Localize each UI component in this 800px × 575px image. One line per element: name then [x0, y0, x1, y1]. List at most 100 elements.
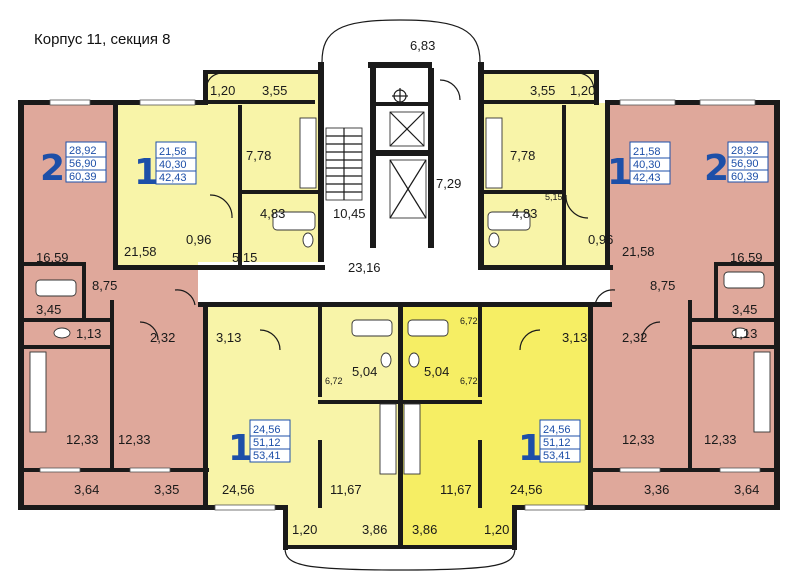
room-area: 24,56: [510, 482, 543, 497]
badge-balcony-area: 60,39: [69, 171, 97, 183]
badge-tr-1room: 1 21,58 40,30 42,43: [607, 141, 671, 193]
room-area: 11,67: [330, 482, 362, 497]
apt-bl-1room: [205, 305, 400, 548]
room-area: 21,58: [124, 244, 157, 259]
room-area: 2,32: [622, 330, 647, 345]
toilet-icon: [302, 232, 314, 248]
badge-total-area: 51,12: [253, 437, 281, 449]
bathtub-icon: [407, 319, 449, 337]
badge-br-1room: 1 24,56 51,12 53,41: [518, 419, 581, 469]
room-area: 3,55: [530, 83, 555, 98]
room-area: 3,45: [36, 302, 61, 317]
loggias: [204, 19, 596, 571]
apt-br-1room: [400, 305, 590, 548]
room-area: 5,15: [545, 192, 563, 202]
badge-balcony-area: 53,41: [253, 450, 281, 462]
room-area: 12,33: [118, 432, 151, 447]
elevator-small: [389, 111, 425, 147]
toilet-icon: [408, 352, 420, 368]
fixtures: [29, 79, 771, 475]
room-area: 1,13: [732, 326, 757, 341]
badge-room-count: 2: [40, 148, 65, 189]
badge-living-area: 24,56: [253, 424, 281, 436]
room-labels: 6,83 7,29 10,45 23,16 1,20 3,55 3,55 1,2…: [36, 38, 763, 537]
badge-total-area: 56,90: [731, 158, 759, 170]
badge-bl-1room: 1 24,56 51,12 53,41: [228, 419, 291, 469]
kitchen-counter-icon: [403, 403, 421, 475]
room-area: 12,33: [704, 432, 737, 447]
room-area: 4,83: [512, 206, 537, 221]
room-area: 23,16: [348, 260, 381, 275]
badge-room-count: 1: [518, 428, 543, 469]
room-area: 24,56: [222, 482, 255, 497]
room-area: 0,96: [588, 232, 613, 247]
badge-living-area: 21,58: [633, 146, 661, 158]
apartment-fills: [20, 72, 778, 548]
bathtub-icon: [487, 211, 531, 231]
badge-total-area: 40,30: [159, 159, 187, 171]
badge-tl-1room: 1 21,58 40,30 42,43: [134, 141, 197, 193]
room-area: 2,32: [150, 330, 175, 345]
room-area: 7,78: [246, 148, 271, 163]
room-area: 7,78: [510, 148, 535, 163]
badge-living-area: 24,56: [543, 424, 571, 436]
room-area: 4,83: [260, 206, 285, 221]
room-area: 3,45: [732, 302, 757, 317]
badge-total-area: 40,30: [633, 159, 661, 171]
room-area: 11,67: [440, 482, 472, 497]
room-area: 16,59: [730, 250, 763, 265]
room-area: 1,20: [570, 83, 595, 98]
room-area: 3,55: [262, 83, 287, 98]
staircase: [325, 127, 363, 201]
toilet-icon: [731, 327, 749, 339]
room-area: 1,20: [292, 522, 317, 537]
room-area: 1,20: [484, 522, 509, 537]
badge-total-area: 51,12: [543, 437, 571, 449]
room-area: 3,13: [562, 330, 587, 345]
kitchen-counter-icon: [753, 351, 771, 433]
room-area: 1,13: [76, 326, 101, 341]
badge-balcony-area: 60,39: [731, 171, 759, 183]
kitchen-counter-icon: [299, 117, 317, 189]
room-area: 3,86: [362, 522, 387, 537]
building-title: Корпус 11, секция 8: [34, 31, 170, 48]
room-area: 8,75: [92, 278, 117, 293]
elevator-large: [389, 159, 427, 219]
badge-room-count: 1: [607, 152, 632, 193]
room-area: 8,75: [650, 278, 675, 293]
room-area: 3,35: [154, 482, 179, 497]
badge-living-area: 28,92: [731, 145, 759, 157]
badge-room-count: 1: [134, 152, 159, 193]
bathtub-icon: [272, 211, 316, 231]
room-area: 3,36: [644, 482, 669, 497]
room-area: 5,15: [232, 250, 257, 265]
room-area: 3,64: [74, 482, 99, 497]
apt-right-2room: [590, 103, 778, 508]
bathtub-icon: [351, 319, 393, 337]
bathtub-icon: [35, 279, 77, 297]
badge-balcony-area: 42,43: [159, 172, 187, 184]
apt-tl-1room: [115, 72, 322, 268]
room-area: 0,96: [186, 232, 211, 247]
badge-balcony-area: 42,43: [633, 172, 661, 184]
badge-right-2room: 2 28,92 56,90 60,39: [704, 141, 769, 189]
room-area: 12,33: [622, 432, 655, 447]
badge-total-area: 56,90: [69, 158, 97, 170]
room-area: 3,86: [412, 522, 437, 537]
badge-living-area: 28,92: [69, 145, 97, 157]
room-area: 7,29: [436, 176, 461, 191]
room-area: 6,72: [460, 316, 478, 326]
kitchen-counter-icon: [29, 351, 47, 433]
room-area: 6,83: [410, 38, 435, 53]
room-area: 6,72: [325, 376, 343, 386]
toilet-icon: [53, 327, 71, 339]
room-area: 1,20: [210, 83, 235, 98]
badge-left-2room: 2 28,92 56,90 60,39: [40, 141, 107, 189]
room-area: 10,45: [333, 206, 366, 221]
room-area: 5,04: [424, 364, 449, 379]
badge-balcony-area: 53,41: [543, 450, 571, 462]
room-area: 5,04: [352, 364, 377, 379]
room-area: 21,58: [622, 244, 655, 259]
